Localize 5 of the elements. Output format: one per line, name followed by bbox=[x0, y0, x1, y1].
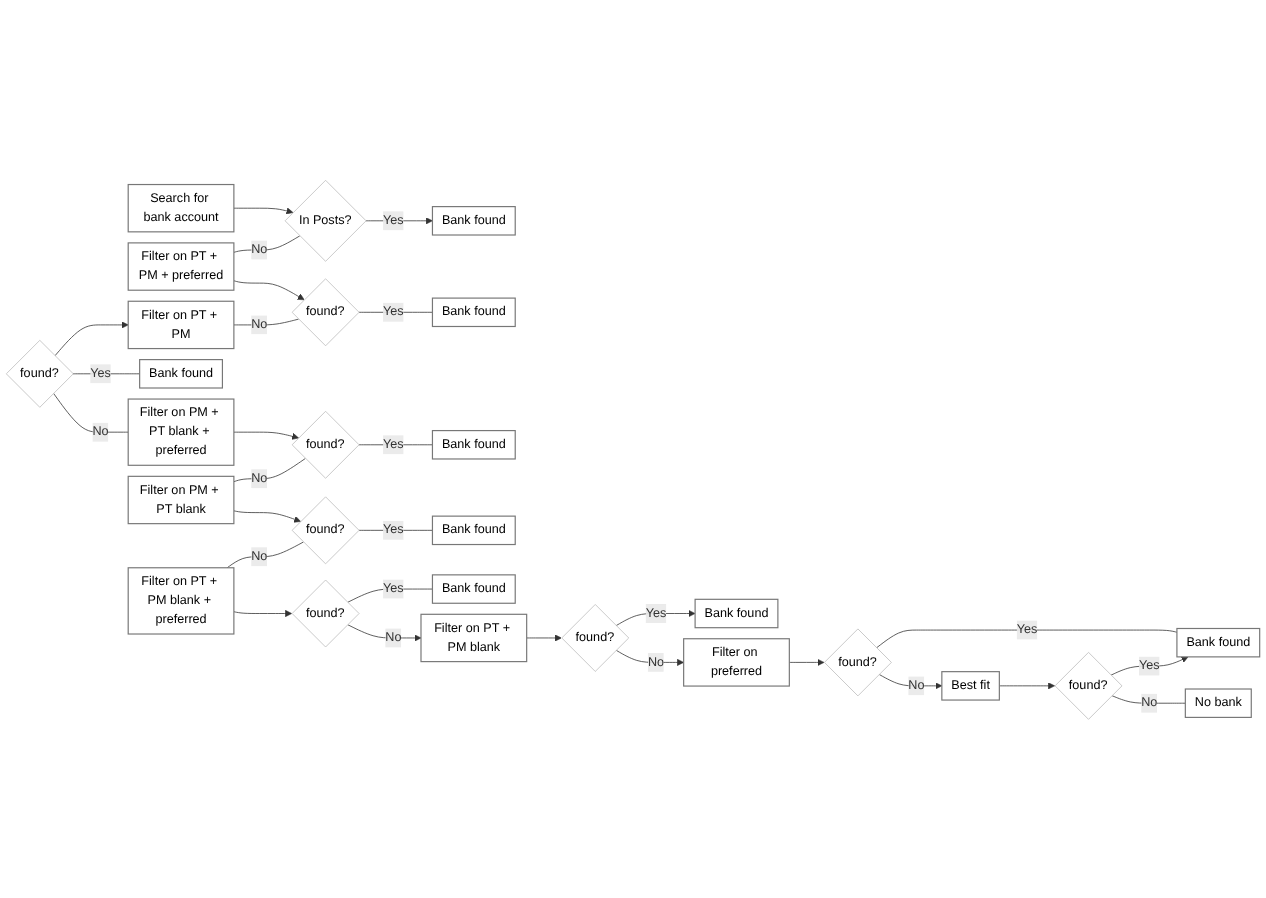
connector bbox=[53, 392, 129, 432]
connector bbox=[876, 628, 1178, 648]
connector bbox=[233, 457, 306, 482]
connector bbox=[233, 317, 299, 325]
connector bbox=[226, 540, 304, 568]
